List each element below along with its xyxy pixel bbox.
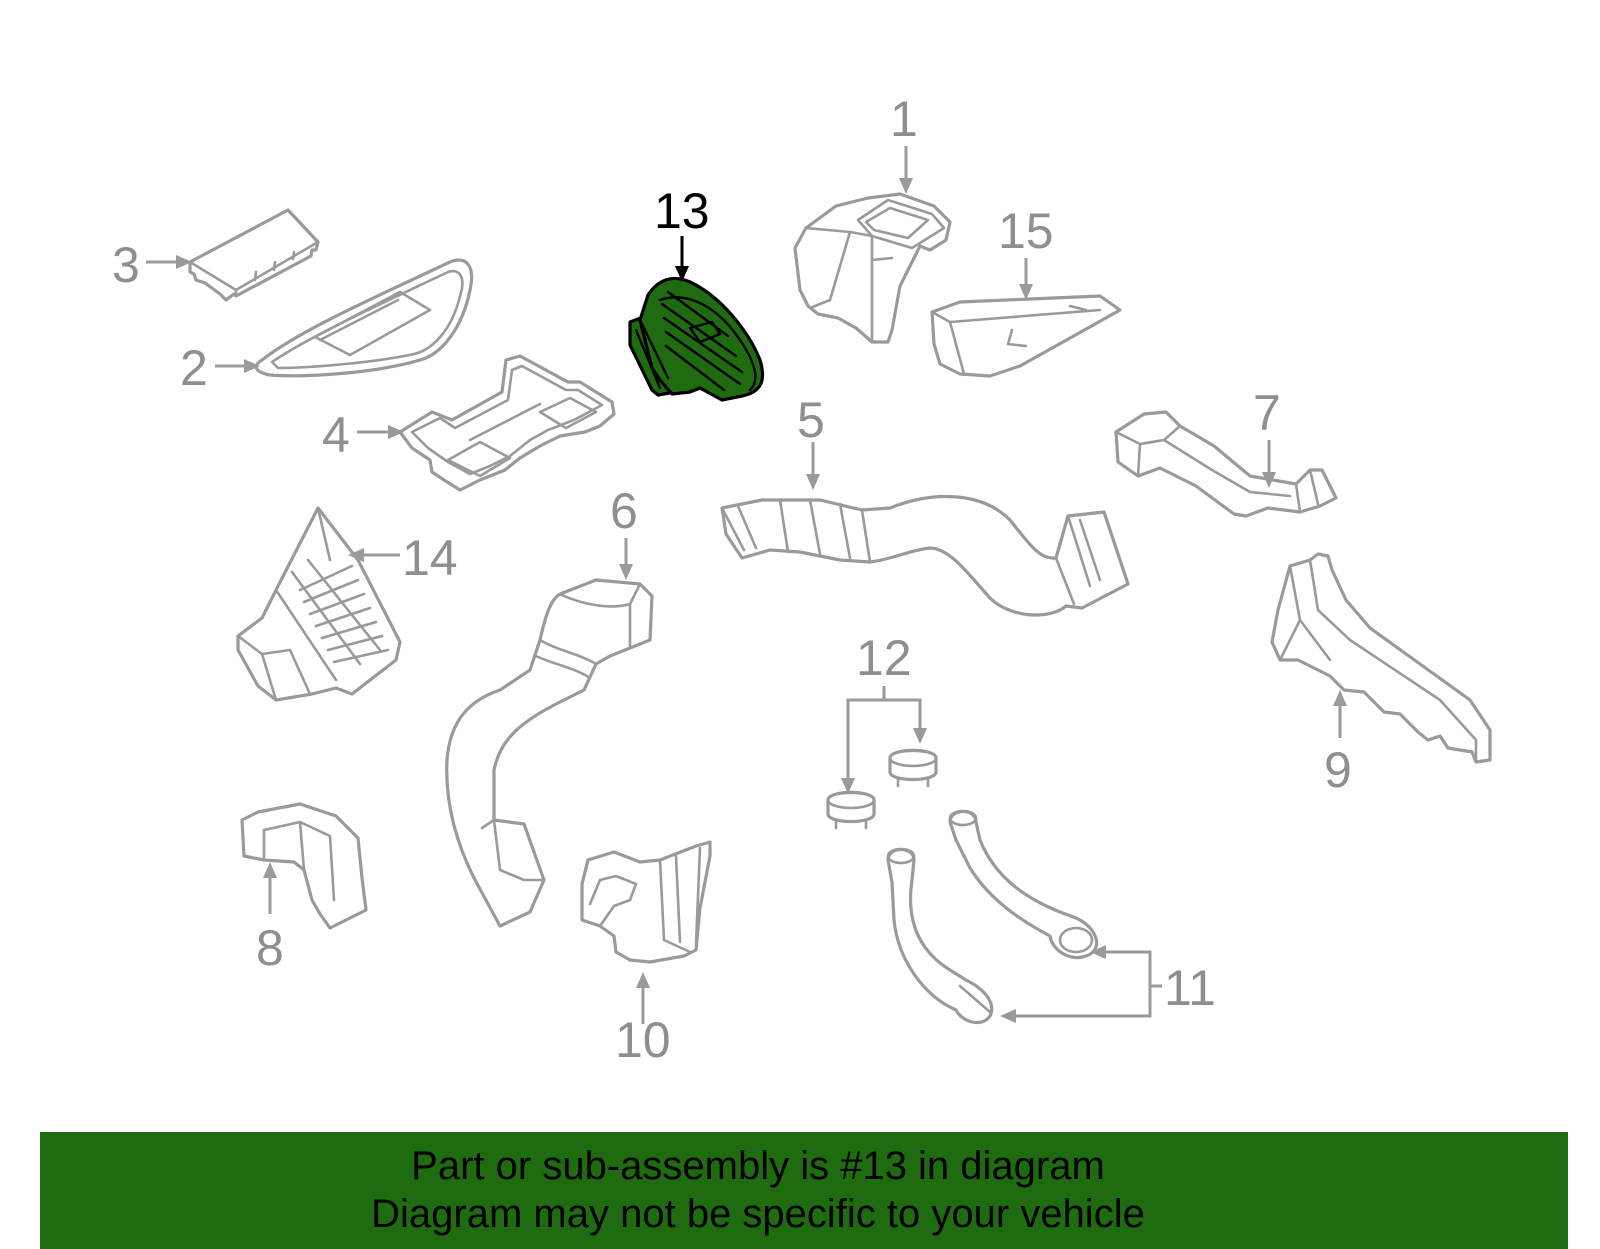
part-8[interactable] xyxy=(240,802,368,930)
part-3[interactable] xyxy=(188,208,320,302)
part-12[interactable] xyxy=(826,748,938,830)
callout-5[interactable]: 5 xyxy=(797,392,825,448)
part-4[interactable] xyxy=(398,354,616,492)
leader-1 xyxy=(899,146,913,194)
part-15[interactable] xyxy=(930,294,1122,378)
callout-3[interactable]: 3 xyxy=(112,237,140,293)
part-9[interactable] xyxy=(1270,552,1492,764)
part-14[interactable] xyxy=(236,506,402,702)
part-11[interactable] xyxy=(886,809,1099,1025)
part-6[interactable] xyxy=(445,578,654,928)
part-7[interactable] xyxy=(1114,410,1338,518)
leader-3 xyxy=(146,255,192,269)
callout-13[interactable]: 13 xyxy=(654,183,710,239)
leader-15 xyxy=(1019,258,1033,300)
callout-15[interactable]: 15 xyxy=(998,203,1054,259)
banner-line-1: Part or sub-assembly is #13 in diagram xyxy=(411,1144,1105,1188)
leader-13 xyxy=(675,236,689,282)
callout-8[interactable]: 8 xyxy=(256,920,284,976)
leader-12 xyxy=(841,686,927,794)
callout-14[interactable]: 14 xyxy=(402,530,458,586)
callout-1[interactable]: 1 xyxy=(890,91,918,147)
leader-11 xyxy=(1000,945,1162,1023)
leader-5 xyxy=(806,442,820,490)
leader-9 xyxy=(1333,690,1347,738)
leader-4 xyxy=(357,425,404,439)
part-1[interactable] xyxy=(793,192,952,344)
banner-line-2: Diagram may not be specific to your vehi… xyxy=(371,1192,1145,1236)
callout-2[interactable]: 2 xyxy=(180,340,208,396)
part-10[interactable] xyxy=(580,840,712,964)
part-2[interactable] xyxy=(254,258,474,378)
callout-7[interactable]: 7 xyxy=(1253,385,1281,441)
leader-7 xyxy=(1262,440,1276,488)
callout-4[interactable]: 4 xyxy=(322,407,350,463)
leader-14 xyxy=(348,548,400,562)
callout-11[interactable]: 11 xyxy=(1164,960,1216,1016)
leader-2 xyxy=(215,359,260,373)
callout-6[interactable]: 6 xyxy=(610,483,638,539)
leader-8 xyxy=(263,862,277,914)
callout-10[interactable]: 10 xyxy=(615,1012,671,1068)
info-banner: Part or sub-assembly is #13 in diagram D… xyxy=(40,1132,1568,1249)
leader-10 xyxy=(636,972,650,1024)
leader-6 xyxy=(619,538,633,580)
callout-9[interactable]: 9 xyxy=(1324,742,1352,798)
part-13[interactable] xyxy=(628,276,765,402)
callout-12[interactable]: 12 xyxy=(856,630,912,686)
part-5[interactable] xyxy=(720,494,1130,617)
